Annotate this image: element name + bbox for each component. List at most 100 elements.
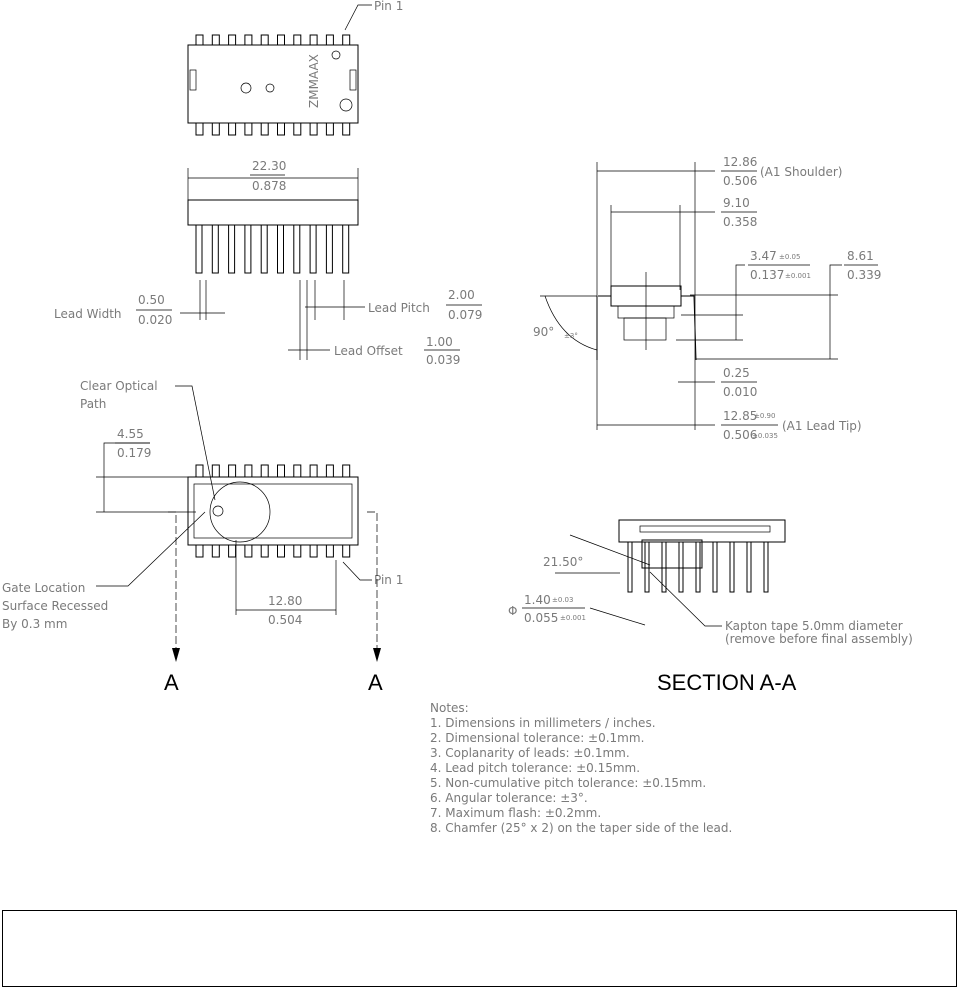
pin — [293, 34, 302, 46]
section-mark-right: A — [368, 670, 383, 695]
angle-tol: ±3° — [564, 332, 578, 340]
window-mm: 3.47 — [750, 249, 777, 263]
lead — [325, 224, 333, 274]
shoulder-note: (A1 Shoulder) — [760, 165, 842, 179]
lead-tip-in-tol: ±0.035 — [752, 432, 778, 440]
optical-path-label-2: Path — [80, 397, 106, 411]
gate-label-2: Surface Recessed — [2, 599, 108, 613]
note-item: 3. Coplanarity of leads: ±0.1mm. — [430, 746, 630, 760]
lead-tip-mm-tol: ±0.90 — [754, 412, 775, 420]
gate-label-3: By 0.3 mm — [2, 617, 67, 631]
lead — [244, 224, 252, 274]
lead — [627, 541, 633, 593]
notes: Notes: 1. Dimensions in millimeters / in… — [430, 701, 732, 835]
width-in: 0.878 — [252, 179, 286, 193]
lead — [211, 224, 219, 274]
lead-tip-mm: 12.85 — [723, 409, 757, 423]
angle-value: 90° — [533, 325, 554, 339]
lead-width-label: Lead Width — [54, 307, 122, 321]
bv-height-mm: 4.55 — [117, 427, 144, 441]
pin — [228, 122, 237, 136]
pin — [244, 544, 253, 558]
pin — [260, 34, 269, 46]
pin — [228, 544, 237, 558]
pin — [211, 464, 220, 478]
pin — [228, 34, 237, 46]
lead-offset-mm: 1.00 — [426, 335, 453, 349]
pin — [293, 464, 302, 478]
pin — [211, 544, 220, 558]
pin — [325, 464, 334, 478]
chip-marking: ZMMAAX — [307, 54, 321, 108]
lead — [746, 541, 752, 593]
bottom-view: Clear Optical Path 4.55 0.179 Gate Locat… — [2, 379, 403, 695]
lead — [712, 541, 718, 593]
pin — [228, 464, 237, 478]
lead-pitch-label: Lead Pitch — [368, 301, 430, 315]
window-in-tol: ±0.001 — [785, 272, 811, 280]
pin — [309, 122, 318, 136]
pin — [293, 544, 302, 558]
top-view: ZMMAAX Pin 1 — [187, 0, 403, 136]
lead — [309, 224, 317, 274]
note-item: 1. Dimensions in millimeters / inches. — [430, 716, 656, 730]
optical-path-label: Clear Optical — [80, 379, 158, 393]
pin — [325, 122, 334, 136]
pin — [195, 464, 204, 478]
height-mm: 8.61 — [847, 249, 874, 263]
note-item: 4. Lead pitch tolerance: ±0.15mm. — [430, 761, 640, 775]
notes-title: Notes: — [430, 701, 469, 715]
lead-width-mm: 0.50 — [138, 293, 165, 307]
pin — [211, 122, 220, 136]
gate-label-1: Gate Location — [2, 581, 85, 595]
lead — [661, 541, 667, 593]
side-view: 12.86 0.506 (A1 Shoulder) 9.10 0.358 3.4… — [533, 155, 881, 442]
lead-pitch-mm: 2.00 — [448, 288, 475, 302]
lead — [342, 224, 350, 274]
lead-width-in: 0.020 — [138, 313, 172, 327]
pin — [195, 544, 204, 558]
lead — [195, 224, 203, 274]
body-in: 0.358 — [723, 215, 757, 229]
window-mm-tol: ±0.05 — [779, 253, 800, 261]
pin1-label-top: Pin 1 — [374, 0, 403, 13]
note-item: 5. Non-cumulative pitch tolerance: ±0.15… — [430, 776, 706, 790]
lead — [695, 541, 701, 593]
kapton-label-2: (remove before final assembly) — [725, 632, 913, 646]
section-mark-left: A — [164, 670, 179, 695]
pin — [309, 34, 318, 46]
lead — [729, 541, 735, 593]
lead — [293, 224, 301, 274]
section-view: 21.50° Φ 1.40 ±0.03 0.055 ±0.001 Kapton … — [508, 519, 913, 695]
title-block — [2, 910, 957, 987]
dia-mm-tol: ±0.03 — [552, 596, 573, 604]
pin — [342, 464, 351, 478]
dia-mm: 1.40 — [524, 593, 551, 607]
lead — [763, 541, 769, 593]
body-mm: 9.10 — [723, 196, 750, 210]
lead-tip-in: 0.506 — [723, 428, 757, 442]
pin — [195, 34, 204, 46]
pin — [342, 544, 351, 558]
pin — [260, 122, 269, 136]
note-item: 6. Angular tolerance: ±3°. — [430, 791, 588, 805]
shoulder-in: 0.506 — [723, 174, 757, 188]
pin — [342, 122, 351, 136]
pin — [244, 122, 253, 136]
lead-pitch-in: 0.079 — [448, 308, 482, 322]
lead — [277, 224, 284, 274]
note-item: 7. Maximum flash: ±0.2mm. — [430, 806, 601, 820]
note-item: 8. Chamfer (25° x 2) on the taper side o… — [430, 821, 732, 835]
pin — [325, 34, 334, 46]
kapton-label-1: Kapton tape 5.0mm diameter — [725, 619, 903, 633]
section-title: SECTION A-A — [657, 670, 797, 695]
pin — [195, 122, 204, 136]
width-mm: 22.30 — [252, 159, 286, 173]
lead — [228, 224, 236, 274]
dia-in-tol: ±0.001 — [560, 614, 586, 622]
lead-offset-in: 0.039 — [426, 353, 460, 367]
note-item: 2. Dimensional tolerance: ±0.1mm. — [430, 731, 644, 745]
span-mm: 12.80 — [268, 594, 302, 608]
pin — [260, 544, 269, 558]
pin — [260, 464, 269, 478]
